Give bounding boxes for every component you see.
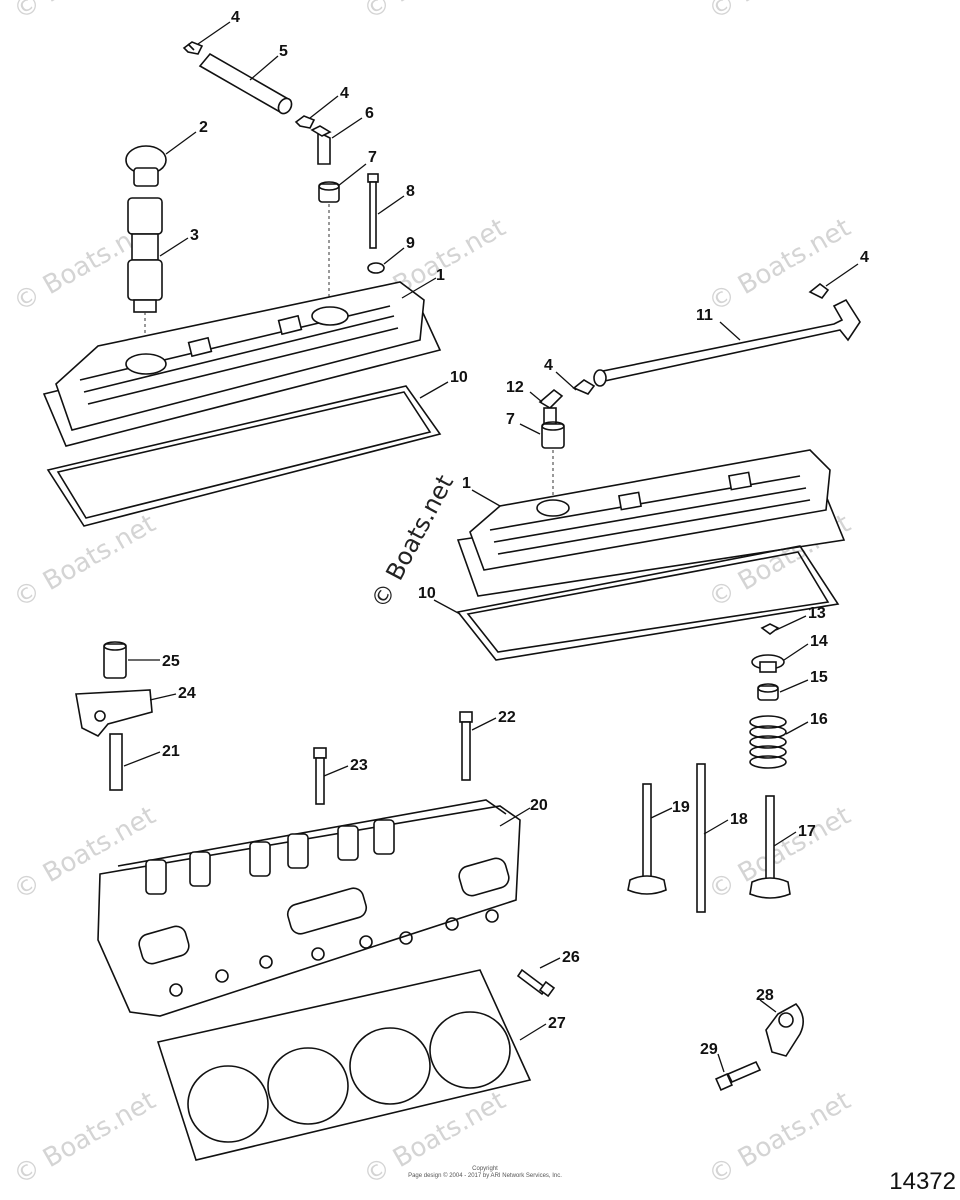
callout-5: 5 [279, 43, 288, 60]
callout-1: 1 [436, 267, 445, 284]
callout-26: 26 [562, 949, 580, 966]
bolt-icon [367, 173, 379, 249]
gasket-icon [46, 385, 442, 527]
hose-clamp-icon [294, 115, 316, 129]
callout-12: 12 [506, 379, 524, 396]
lifting-eye-icon [765, 1002, 804, 1057]
rocker-arm-icon [75, 689, 153, 737]
callout-17: 17 [798, 823, 816, 840]
callout-2: 2 [199, 119, 208, 136]
valve-cover-icon [42, 281, 442, 447]
washer-icon [367, 262, 385, 274]
copyright-notice: Copyright Page design © 2004 - 2017 by A… [380, 1166, 590, 1180]
exhaust-valve-icon [749, 795, 791, 899]
callout-labels: 4 5 4 6 2 7 8 3 9 1 10 4 11 4 12 7 1 10 … [162, 9, 869, 1058]
callout-10: 10 [450, 369, 468, 386]
valve-seal-icon [757, 683, 779, 701]
watermark: © Boats.net [704, 1086, 856, 1191]
gasket-icon [456, 545, 840, 661]
callout-22: 22 [498, 709, 516, 726]
head-bolt-short-icon [313, 747, 327, 805]
callout-23: 23 [350, 757, 368, 774]
callout-7: 7 [368, 149, 377, 166]
head-gasket-icon [156, 969, 532, 1161]
leader-lines [123, 21, 859, 1073]
grommet-icon [541, 421, 565, 449]
guide-nut-icon [103, 641, 127, 679]
callout-29: 29 [700, 1041, 718, 1058]
watermark: © Boats.net [9, 0, 161, 26]
elbow-fitting-icon [310, 125, 332, 165]
diagram-id: 14372 [889, 1168, 956, 1195]
callout-11: 11 [696, 307, 713, 324]
grommet-icon [318, 181, 340, 203]
head-bolt-long-icon [459, 711, 473, 781]
hose-clamp-icon [808, 282, 830, 300]
watermark: © Boats.net [9, 509, 161, 614]
callout-25: 25 [162, 653, 180, 670]
callout-21: 21 [162, 743, 180, 760]
spring-retainer-icon [751, 654, 785, 673]
callout-13: 13 [808, 605, 826, 622]
callout-6: 6 [365, 105, 374, 122]
breather-hose-icon [593, 298, 861, 387]
callout-10: 10 [418, 585, 436, 602]
callout-7: 7 [506, 411, 515, 428]
callout-28: 28 [756, 987, 774, 1004]
intake-valve-icon [627, 783, 667, 895]
valve-spring-icon [749, 715, 787, 769]
callout-3: 3 [190, 227, 199, 244]
copyright-line: Page design © 2004 - 2017 by ARI Network… [408, 1173, 562, 1179]
callout-14: 14 [810, 633, 828, 650]
callout-4: 4 [340, 85, 349, 102]
right-valve-cover-group [456, 282, 861, 661]
watermark-center: © Boats.net [366, 470, 459, 612]
pcv-elbow-icon [538, 388, 564, 425]
watermark: © Boats.net [359, 0, 511, 26]
watermark: © Boats.net [704, 0, 856, 26]
valve-cover-icon [456, 449, 846, 597]
rocker-group [75, 641, 153, 791]
callout-4: 4 [860, 249, 869, 266]
callout-1: 1 [462, 475, 471, 492]
hose-clamp-icon [572, 379, 596, 395]
oil-cap-icon [125, 145, 167, 187]
watermark: © Boats.net [9, 1086, 161, 1191]
callout-4: 4 [544, 357, 553, 374]
callout-19: 19 [672, 799, 690, 816]
hose-clamp-icon [182, 41, 204, 55]
callout-20: 20 [530, 797, 548, 814]
hose-icon [198, 52, 293, 115]
valve-keeper-icon [760, 623, 780, 635]
cylinder-head-icon [97, 799, 521, 1017]
rocker-stud-icon [109, 733, 123, 791]
callout-15: 15 [810, 669, 828, 686]
left-valve-cover-group [42, 41, 442, 527]
callout-27: 27 [548, 1015, 566, 1032]
copyright-line: Copyright [472, 1166, 498, 1172]
callout-8: 8 [406, 183, 415, 200]
callout-24: 24 [178, 685, 196, 702]
valve-train-group [627, 623, 791, 913]
eye-bolt-icon [715, 1060, 762, 1091]
filler-tube-icon [127, 197, 163, 313]
pushrod-icon [696, 763, 706, 913]
callout-16: 16 [810, 711, 828, 728]
callout-9: 9 [406, 235, 415, 252]
small-bolt-icon [516, 968, 556, 998]
callout-18: 18 [730, 811, 748, 828]
callout-4: 4 [231, 9, 240, 26]
watermark: © Boats.net [704, 213, 856, 318]
